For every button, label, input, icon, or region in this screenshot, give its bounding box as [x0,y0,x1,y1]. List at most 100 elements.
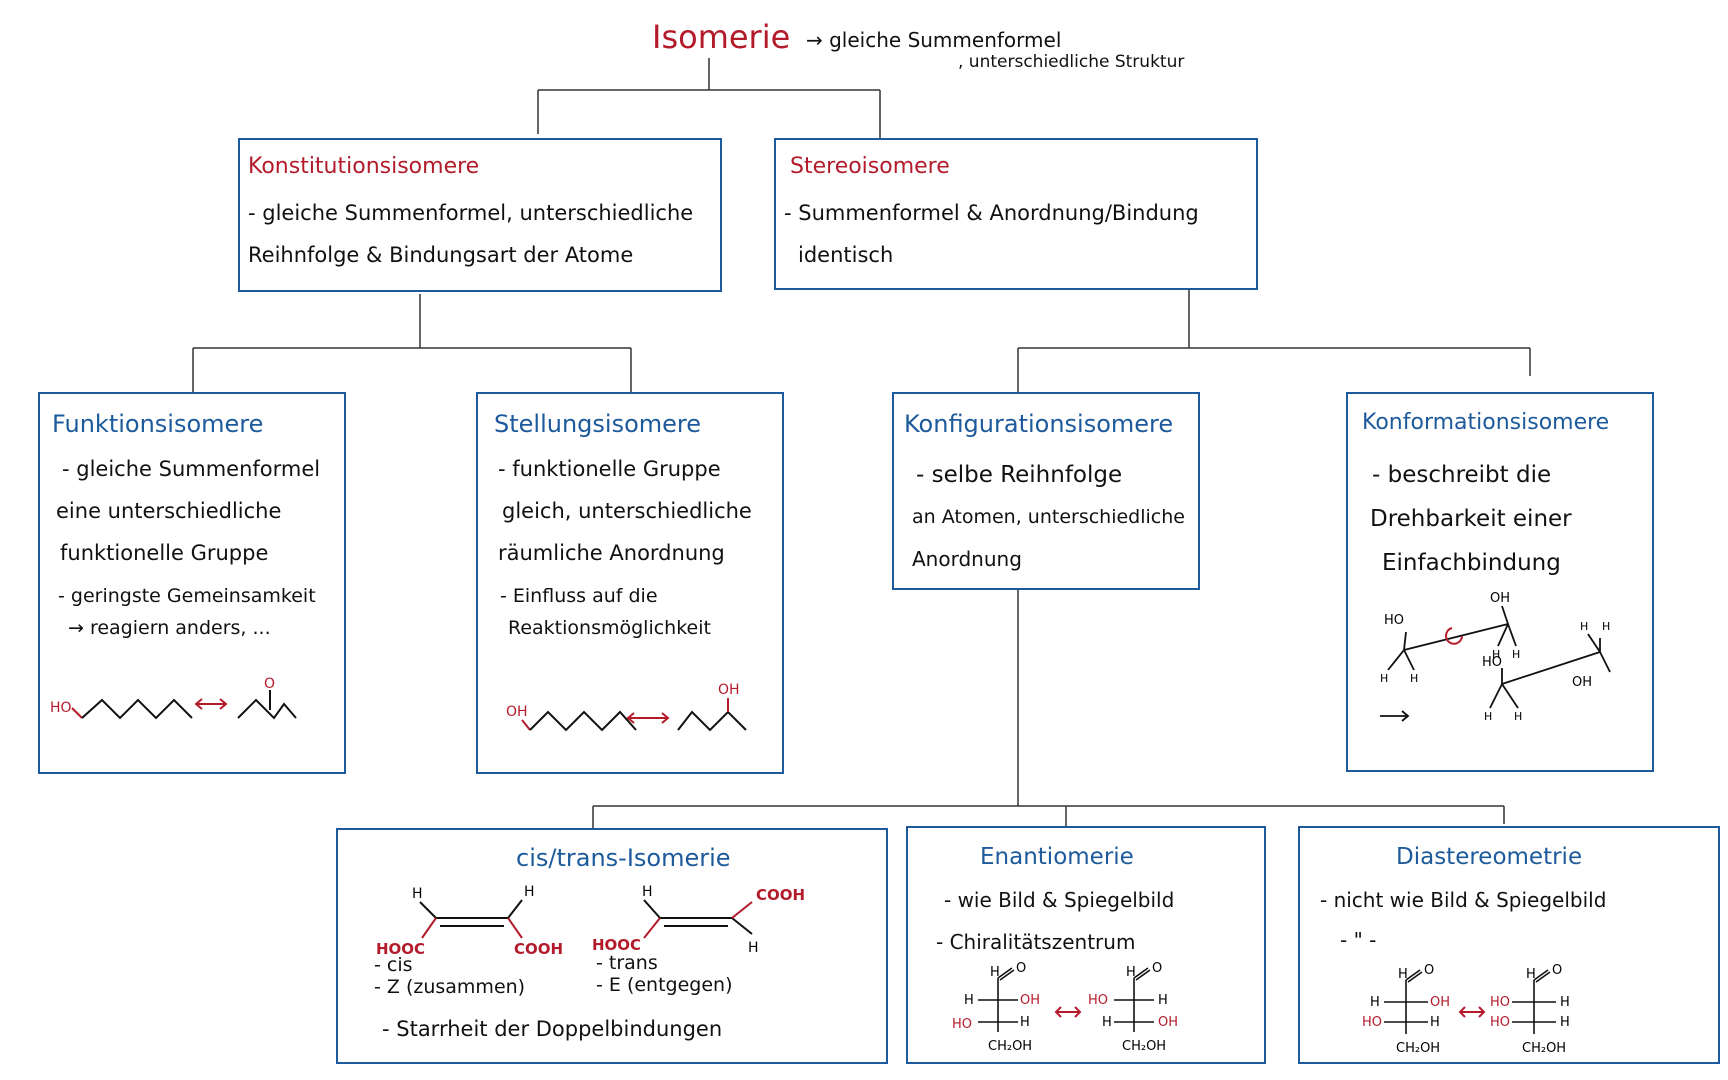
diastereo-ho-3: HO [1490,1015,1510,1030]
enantio-title: Enantiomerie [980,844,1134,870]
konformation-ho-2: HO [1482,655,1502,670]
diastereo-line-2: - " - [1340,928,1377,952]
cistrans-h-3: H [642,884,653,900]
funktion-o-label: O [264,676,275,692]
enantio-line-1: - wie Bild & Spiegelbild [944,888,1175,912]
funktion-structures: HO O [50,676,297,720]
funktion-line-3: funktionelle Gruppe [60,541,269,565]
cistrans-hooc-1: HOOC [376,940,425,958]
konformation-h-1: H [1380,672,1388,685]
funktion-title: Funktionsisomere [52,410,264,438]
enantio-h-6: H [1102,1015,1112,1030]
diastereo-oh-1: OH [1430,995,1450,1010]
enantio-ho-2: HO [1088,993,1108,1008]
cistrans-right-1: - trans [596,952,658,974]
konformation-title: Konformationsisomere [1362,410,1610,435]
funktion-line-5: → reagiern anders, ... [68,617,271,639]
double-arrow-icon [1054,1006,1082,1018]
enantio-structures: H O H OH HO H CH₂OH H O HO H H OH CH₂OH [952,962,1178,1054]
enantio-h-1: H [990,965,1000,980]
diastereo-h-3: H [1430,1015,1440,1030]
funktion-alcohol-chain-2 [81,698,193,720]
enantio-h-4: H [1126,965,1136,980]
funktion-alcohol-chain [71,707,83,719]
diastereo-line-1: - nicht wie Bild & Spiegelbild [1320,888,1607,912]
konformation-line-2: Drehbarkeit einer [1370,506,1572,532]
enantio-oh-1: OH [1020,993,1040,1008]
page-title: Isomerie [652,18,791,56]
konstitution-line-2: Reihnfolge & Bindungsart der Atome [248,243,634,267]
konformation-h-2: H [1410,672,1418,685]
cistrans-left-2: - Z (zusammen) [374,976,526,998]
enantio-oh-2: OH [1158,1015,1178,1030]
funktion-line-4: - geringste Gemeinsamkeit [58,585,316,607]
double-arrow-icon [194,698,228,710]
konfiguration-line-1: - selbe Reihnfolge [916,462,1123,488]
diastereo-ch2oh-1: CH₂OH [1396,1041,1440,1056]
konformation-line-3: Einfachbindung [1382,550,1561,576]
stellung-line-1: - funktionelle Gruppe [498,457,721,481]
box-stellungsisomere: Stellungsisomere - funktionelle Gruppe g… [476,392,784,774]
funktion-ketone-chain [237,698,297,720]
cistrans-h-2: H [524,884,535,900]
stellung-structures: OH OH [506,682,747,732]
konformation-h-7: H [1484,710,1492,723]
konformation-h-5: H [1580,620,1588,633]
enantio-o-2: O [1152,962,1162,976]
funktion-ho-label: HO [50,700,72,716]
konstitution-line-1: - gleiche Summenformel, unterschiedliche [248,201,694,225]
konfiguration-title: Konfigurationsisomere [904,410,1174,438]
stereo-title: Stereoisomere [790,154,950,179]
enantio-h-5: H [1158,993,1168,1008]
box-stereoisomere: Stereoisomere - Summenformel & Anordnung… [774,138,1258,290]
double-arrow-icon [626,712,670,724]
konformation-h-6: H [1602,620,1610,633]
stellung-title: Stellungsisomere [494,410,702,438]
konformation-structures: HO OH HO OH H H H H H H H H [1380,591,1611,723]
enantio-ch2oh-1: CH₂OH [988,1039,1032,1054]
stereo-line-2: identisch [798,243,894,267]
diastereo-ch2oh-2: CH₂OH [1522,1041,1566,1056]
konfiguration-line-3: Anordnung [912,547,1022,571]
funktion-line-2: eine unterschiedliche [56,499,282,523]
diastereo-ho-1: HO [1362,1015,1382,1030]
konformation-oh-1: OH [1490,591,1510,606]
title-note-1: → gleiche Summenformel [806,28,1062,52]
cistrans-h-4: H [748,940,759,956]
box-cis-trans-isomerie: cis/trans-Isomerie H H HOOC COOH H COOH … [336,828,888,1064]
diastereo-h-5: H [1560,995,1570,1010]
cistrans-title: cis/trans-Isomerie [516,844,731,872]
diastereo-h-1: H [1398,967,1408,982]
diastereo-h-2: H [1370,995,1380,1010]
diastereo-o-2: O [1552,963,1562,978]
box-konstitutionsisomere: Konstitutionsisomere - gleiche Summenfor… [238,138,722,292]
stellung-oh1-label: OH [506,704,528,720]
double-arrow-icon [1458,1006,1486,1018]
diastereo-structures: H O H OH HO H CH₂OH H O HO H HO H CH₂OH [1362,963,1570,1056]
enantio-h-3: H [1020,1015,1030,1030]
box-diastereometrie: Diastereometrie - nicht wie Bild & Spieg… [1298,826,1720,1064]
stellung-line-5: Reaktionsmöglichkeit [508,617,711,639]
title-note-2: , unterschiedliche Struktur [958,52,1185,72]
diastereo-ho-2: HO [1490,995,1510,1010]
cistrans-cooh-1: COOH [514,940,563,958]
box-konformationsisomere: Konformationsisomere - beschreibt die Dr… [1346,392,1654,772]
cistrans-right-2: - E (entgegen) [596,974,733,996]
cistrans-h-1: H [412,886,423,902]
diastereo-h-4: H [1526,967,1536,982]
stellung-line-3: räumliche Anordnung [498,541,725,565]
box-konfigurationsisomere: Konfigurationsisomere - selbe Reihnfolge… [892,392,1200,590]
stellung-line-4: - Einfluss auf die [500,585,658,607]
diastereo-o-1: O [1424,963,1434,978]
enantio-ch2oh-2: CH₂OH [1122,1039,1166,1054]
konformation-ho-1: HO [1384,613,1404,628]
cistrans-left-1: - cis [374,954,413,976]
enantio-ho-1: HO [952,1017,972,1032]
enantio-h-2: H [964,993,974,1008]
diastereo-h-6: H [1560,1015,1570,1030]
cistrans-cooh-2: COOH [756,886,805,904]
konformation-h-4: H [1512,648,1520,661]
cistrans-structures: H H HOOC COOH H COOH HOOC H [376,884,805,958]
box-enantiomerie: Enantiomerie - wie Bild & Spiegelbild - … [906,826,1266,1064]
